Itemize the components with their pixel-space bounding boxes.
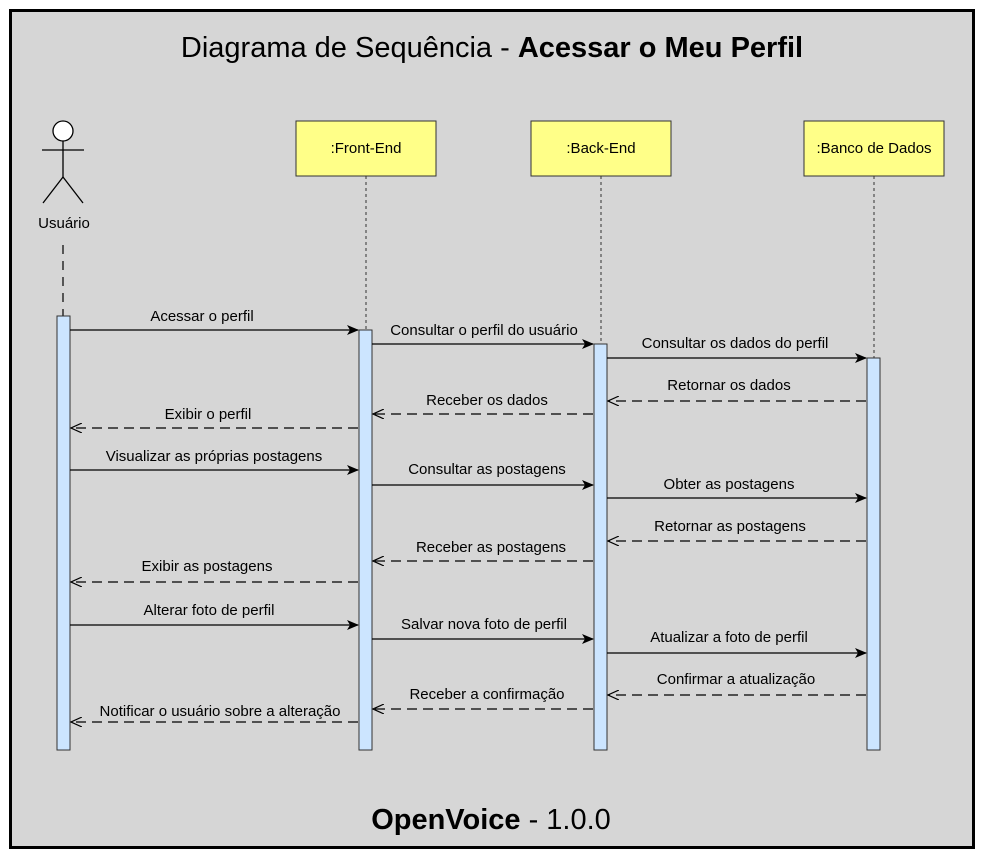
message-label: Confirmar a atualização	[657, 671, 815, 688]
messages: Acessar o perfil Consultar o perfil do u…	[70, 308, 867, 722]
actor-user: Usuário	[38, 120, 90, 316]
participant-database: :Banco de Dados	[803, 120, 945, 358]
diagram-title-name: Acessar o Meu Perfil	[518, 32, 803, 64]
message-label: Retornar os dados	[667, 377, 790, 394]
message-label: Alterar foto de perfil	[144, 602, 275, 619]
diagram-footer: OpenVoice - 1.0.0	[371, 804, 611, 836]
message-label: Acessar o perfil	[150, 308, 253, 325]
participant-frontend: :Front-End	[295, 120, 437, 330]
footer-product: OpenVoice	[371, 804, 520, 836]
participant-database-label: :Banco de Dados	[816, 140, 931, 157]
message-label: Consultar o perfil do usuário	[390, 322, 578, 339]
message-label: Obter as postagens	[664, 476, 795, 493]
footer-version: - 1.0.0	[521, 804, 611, 836]
participant-backend: :Back-End	[530, 120, 672, 344]
participant-backend-label: :Back-End	[566, 140, 635, 157]
participant-frontend-label: :Front-End	[331, 140, 402, 157]
participant-frontend-box	[295, 120, 437, 177]
message-label: Receber as postagens	[416, 539, 566, 556]
stick-figure-icon	[42, 120, 84, 204]
message-label: Receber a confirmação	[409, 686, 564, 703]
message-label: Retornar as postagens	[654, 518, 806, 535]
message-label: Exibir o perfil	[165, 406, 252, 423]
activation-frontend	[358, 329, 373, 751]
diagram-title: Diagrama de Sequência - Acessar o Meu Pe…	[181, 32, 803, 64]
activation-database	[866, 357, 881, 751]
message-label: Consultar as postagens	[408, 461, 566, 478]
message-label: Exibir as postagens	[142, 558, 273, 575]
participant-backend-box	[530, 120, 672, 177]
activation-backend	[593, 343, 608, 751]
participant-database-box	[803, 120, 945, 177]
activation-user	[56, 315, 71, 751]
actor-user-label: Usuário	[38, 215, 90, 232]
message-label: Notificar o usuário sobre a alteração	[100, 703, 341, 720]
message-label: Receber os dados	[426, 392, 548, 409]
message-label: Consultar os dados do perfil	[642, 335, 829, 352]
message-label: Atualizar a foto de perfil	[650, 629, 808, 646]
diagram-title-prefix: Diagrama de Sequência -	[181, 32, 518, 64]
message-label: Visualizar as próprias postagens	[106, 448, 323, 465]
message-label: Salvar nova foto de perfil	[401, 616, 567, 633]
